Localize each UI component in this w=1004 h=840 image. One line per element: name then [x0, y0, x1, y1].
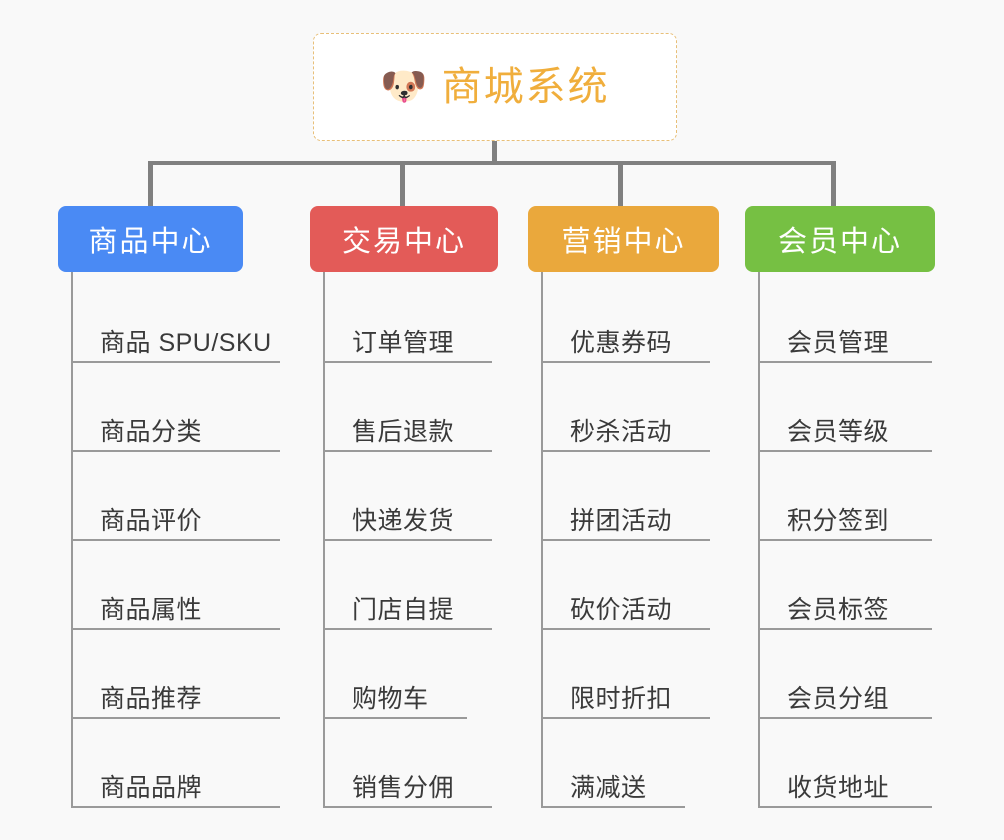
list-item[interactable]: 秒杀活动	[543, 363, 710, 452]
connector-drop-2	[400, 161, 405, 208]
leaf-label: 商品分类	[100, 417, 203, 446]
leaf-list-marketing-center: 优惠券码 秒杀活动 拼团活动 砍价活动 限时折扣 满减送	[541, 272, 758, 808]
connector-drop-3	[618, 161, 623, 208]
leaf-label: 商品推荐	[100, 684, 203, 713]
leaf-label: 满减送	[570, 773, 647, 802]
list-item[interactable]: 商品 SPU/SKU	[73, 272, 280, 363]
leaf-label: 会员分组	[787, 684, 890, 713]
branch-trade-center: 交易中心 订单管理 售后退款 快递发货 门店自提 购物车 销售分佣	[310, 206, 540, 808]
branch-header-product-center[interactable]: 商品中心	[58, 206, 243, 272]
connector-drop-4	[831, 161, 836, 208]
branch-header-label: 交易中心	[341, 226, 466, 258]
branch-header-member-center[interactable]: 会员中心	[745, 206, 935, 272]
list-item[interactable]: 会员标签	[760, 541, 932, 630]
list-item[interactable]: 商品品牌	[73, 719, 280, 808]
leaf-label: 商品 SPU/SKU	[100, 328, 272, 357]
leaf-label: 会员管理	[787, 328, 890, 357]
list-item[interactable]: 满减送	[543, 719, 685, 808]
branch-header-marketing-center[interactable]: 营销中心	[528, 206, 719, 272]
branch-marketing-center: 营销中心 优惠券码 秒杀活动 拼团活动 砍价活动 限时折扣 满减送	[528, 206, 758, 808]
leaf-label: 积分签到	[787, 506, 890, 535]
list-item[interactable]: 积分签到	[760, 452, 932, 541]
branch-header-trade-center[interactable]: 交易中心	[310, 206, 498, 272]
leaf-label: 销售分佣	[352, 773, 455, 802]
leaf-label: 售后退款	[352, 417, 455, 446]
branch-member-center: 会员中心 会员管理 会员等级 积分签到 会员标签 会员分组 收货地址	[745, 206, 975, 808]
list-item[interactable]: 会员分组	[760, 630, 932, 719]
list-item[interactable]: 快递发货	[325, 452, 492, 541]
list-item[interactable]: 商品分类	[73, 363, 280, 452]
leaf-label: 会员标签	[787, 595, 890, 624]
branch-header-label: 营销中心	[561, 226, 686, 258]
branch-header-label: 会员中心	[777, 226, 902, 258]
list-item[interactable]: 限时折扣	[543, 630, 710, 719]
list-item[interactable]: 收货地址	[760, 719, 932, 808]
leaf-label: 砍价活动	[570, 595, 673, 624]
list-item[interactable]: 商品属性	[73, 541, 280, 630]
root-title: 商城系统	[441, 65, 610, 109]
leaf-label: 限时折扣	[570, 684, 673, 713]
list-item[interactable]: 购物车	[325, 630, 467, 719]
root-node[interactable]: 🐶 商城系统	[313, 33, 677, 141]
leaf-list-trade-center: 订单管理 售后退款 快递发货 门店自提 购物车 销售分佣	[323, 272, 540, 808]
list-item[interactable]: 商品推荐	[73, 630, 280, 719]
leaf-label: 拼团活动	[570, 506, 673, 535]
branch-header-label: 商品中心	[88, 226, 213, 258]
leaf-label: 购物车	[352, 684, 429, 713]
list-item[interactable]: 订单管理	[325, 272, 492, 363]
leaf-label: 订单管理	[352, 328, 455, 357]
leaf-label: 商品评价	[100, 506, 203, 535]
branch-product-center: 商品中心 商品 SPU/SKU 商品分类 商品评价 商品属性 商品推荐 商品品牌	[58, 206, 288, 808]
connector-horizontal-bus	[148, 161, 836, 165]
leaf-label: 商品品牌	[100, 773, 203, 802]
list-item[interactable]: 砍价活动	[543, 541, 710, 630]
leaf-list-product-center: 商品 SPU/SKU 商品分类 商品评价 商品属性 商品推荐 商品品牌	[71, 272, 288, 808]
leaf-label: 会员等级	[787, 417, 890, 446]
leaf-label: 收货地址	[787, 773, 890, 802]
leaf-label: 门店自提	[352, 595, 455, 624]
list-item[interactable]: 拼团活动	[543, 452, 710, 541]
list-item[interactable]: 商品评价	[73, 452, 280, 541]
list-item[interactable]: 优惠券码	[543, 272, 710, 363]
leaf-label: 优惠券码	[570, 328, 673, 357]
leaf-label: 商品属性	[100, 595, 203, 624]
list-item[interactable]: 售后退款	[325, 363, 492, 452]
connector-root-stem	[492, 141, 497, 163]
list-item[interactable]: 销售分佣	[325, 719, 492, 808]
leaf-label: 秒杀活动	[570, 417, 673, 446]
leaf-label: 快递发货	[352, 506, 455, 535]
connector-drop-1	[148, 161, 153, 208]
list-item[interactable]: 会员管理	[760, 272, 932, 363]
dog-face-icon: 🐶	[380, 66, 428, 108]
list-item[interactable]: 门店自提	[325, 541, 492, 630]
leaf-list-member-center: 会员管理 会员等级 积分签到 会员标签 会员分组 收货地址	[758, 272, 975, 808]
list-item[interactable]: 会员等级	[760, 363, 932, 452]
